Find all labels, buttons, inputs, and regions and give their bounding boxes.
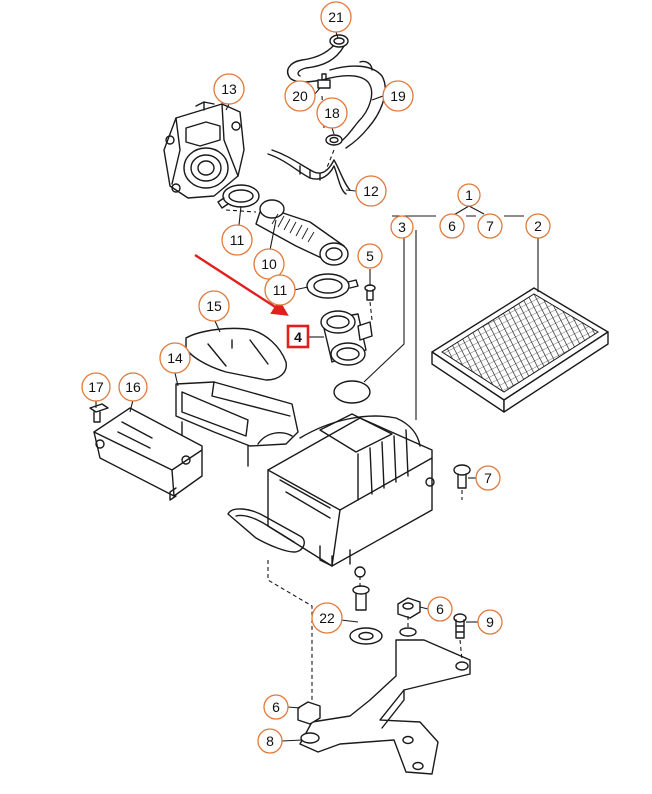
callout-13: 13	[213, 73, 245, 105]
svg-text:11: 11	[273, 282, 288, 298]
hose-clamp-part-11-upper	[217, 184, 260, 209]
air-filter-element-part-2	[431, 287, 609, 413]
svg-text:6: 6	[448, 218, 456, 234]
callout-3: 3	[390, 215, 414, 239]
svg-text:5: 5	[366, 248, 374, 264]
svg-text:3: 3	[398, 219, 406, 235]
intake-duct-part-14	[175, 381, 299, 467]
callout-18: 18	[316, 97, 348, 129]
callout-9: 9	[477, 609, 503, 635]
throttle-body-part-13	[163, 101, 245, 199]
intake-hose-part-10	[255, 199, 349, 266]
strap-part-12	[267, 149, 351, 195]
svg-text:7: 7	[484, 470, 492, 486]
svg-text:1: 1	[465, 187, 473, 203]
svg-text:22: 22	[319, 610, 335, 626]
callout-22: 22	[311, 602, 343, 634]
o-ring	[333, 380, 371, 404]
svg-text:18: 18	[324, 105, 340, 121]
vent-hose-part-19	[286, 34, 386, 149]
leader-lines	[95, 31, 539, 742]
svg-text:15: 15	[206, 298, 222, 314]
bolt-part-9	[453, 613, 467, 639]
callout-21: 21	[320, 1, 352, 33]
svg-text:4: 4	[294, 329, 302, 345]
hose-clip-18	[325, 134, 343, 146]
svg-text:20: 20	[292, 88, 308, 104]
svg-text:21: 21	[328, 9, 344, 25]
callout-7-top: 7	[477, 213, 503, 239]
svg-text:17: 17	[88, 379, 104, 395]
air-mass-meter-part-4	[320, 310, 373, 366]
svg-text:13: 13	[221, 81, 237, 97]
callout-11-lower: 11	[264, 274, 296, 306]
clip-20	[317, 79, 331, 89]
bracket-part-16	[93, 407, 203, 501]
callout-15: 15	[198, 290, 230, 322]
hose-clamp-part-11-lower	[306, 273, 359, 299]
callout-1: 1	[457, 183, 481, 207]
callout-12: 12	[355, 175, 387, 207]
svg-text:8: 8	[266, 733, 274, 749]
callout-10: 10	[253, 248, 285, 280]
svg-text:6: 6	[436, 601, 444, 617]
callout-6-top: 6	[439, 213, 465, 239]
callout-4-highlighted: 4	[286, 324, 310, 349]
rubber-mount-part-22	[349, 585, 383, 645]
callout-6-mid: 6	[427, 596, 453, 622]
callout-20: 20	[284, 80, 316, 112]
cover-part-15	[185, 327, 287, 381]
air-filter-housing-lower	[227, 413, 435, 578]
svg-text:6: 6	[272, 699, 280, 715]
svg-text:11: 11	[230, 232, 245, 248]
svg-text:2: 2	[534, 218, 542, 234]
svg-text:14: 14	[167, 350, 183, 366]
svg-text:9: 9	[486, 614, 494, 630]
callout-16: 16	[118, 372, 148, 402]
callout-14: 14	[159, 342, 191, 374]
svg-text:10: 10	[261, 256, 277, 272]
callout-19: 19	[382, 80, 414, 112]
callout-2: 2	[525, 213, 551, 239]
bolt-part-7	[453, 464, 471, 489]
svg-text:19: 19	[390, 88, 406, 104]
nut-part-6-mid	[397, 597, 421, 637]
highlight-arrow	[194, 253, 289, 316]
hose-clip-21	[329, 34, 349, 48]
screw-part-5	[364, 284, 376, 301]
support-bracket-part-8	[297, 639, 471, 775]
callout-7-right: 7	[475, 465, 501, 491]
callout-5: 5	[357, 243, 383, 269]
callout-17: 17	[81, 372, 111, 402]
svg-text:7: 7	[486, 218, 494, 234]
callout-6-bottom: 6	[263, 694, 289, 720]
callout-11-upper: 11	[221, 224, 253, 256]
svg-text:16: 16	[125, 379, 141, 395]
bolt-part-17	[89, 403, 109, 423]
callout-8: 8	[257, 728, 283, 754]
svg-text:12: 12	[363, 183, 379, 199]
